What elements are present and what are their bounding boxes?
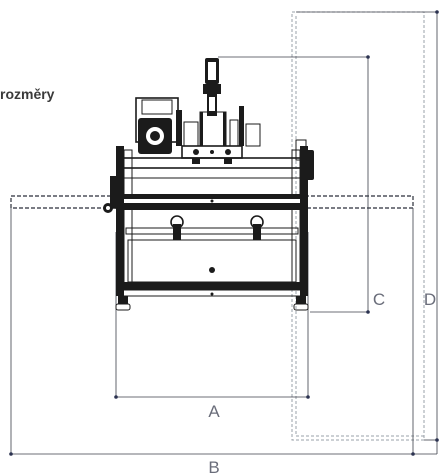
dimension-label-c: C	[373, 290, 385, 309]
side-view-outline	[291, 11, 425, 441]
dimension-label-a: A	[208, 402, 220, 421]
dimension-lines	[9, 10, 439, 456]
dimension-label-b: B	[208, 458, 219, 474]
cnc-machine-front-view	[103, 58, 314, 311]
dimension-label-d: D	[424, 290, 436, 309]
dimensions-caption: rozměry	[0, 86, 55, 102]
